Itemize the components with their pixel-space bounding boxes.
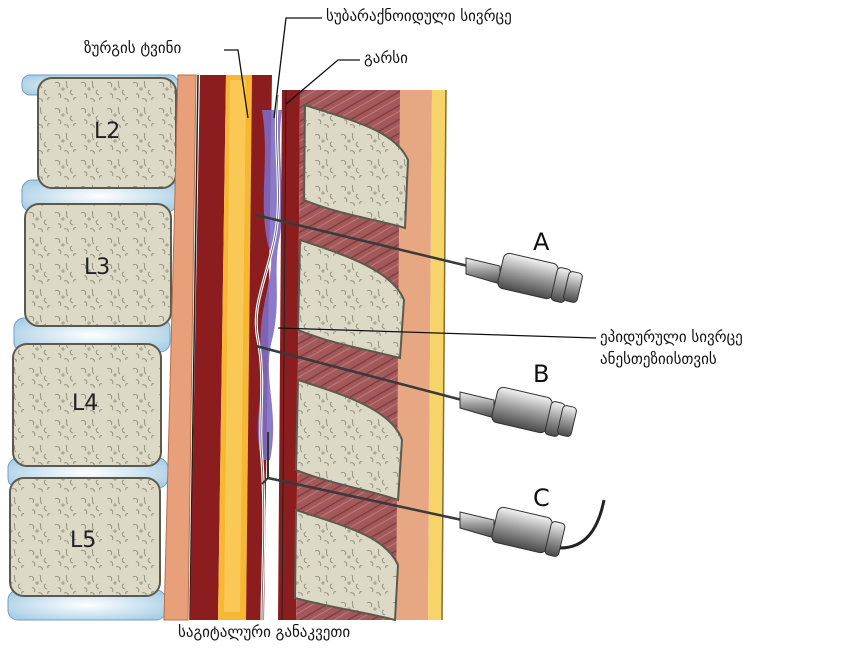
vertebra-label-l4: L4 <box>72 393 98 415</box>
needle-label-a: A <box>533 230 549 254</box>
needle-label-c: C <box>533 486 550 510</box>
label-epidural-space-2: ანესთეზიისთვის <box>600 352 717 367</box>
label-epidural-space-1: ეპიდურული სივრცე <box>600 330 743 345</box>
epidural-catheter <box>560 500 604 548</box>
vertebra-label-l3: L3 <box>84 257 110 279</box>
caption: საგიტალური განაკვეთი <box>178 625 350 640</box>
vertebra-label-l5: L5 <box>70 530 96 552</box>
label-subarachnoid-space: სუბარაქნოიდული სივრცე <box>326 9 512 24</box>
label-spinal-cord: ზურგის ტვინი <box>84 41 181 56</box>
needle-label-b: B <box>533 362 549 386</box>
label-dura: გარსი <box>364 51 408 66</box>
vertebra-label-l2: L2 <box>94 121 120 143</box>
